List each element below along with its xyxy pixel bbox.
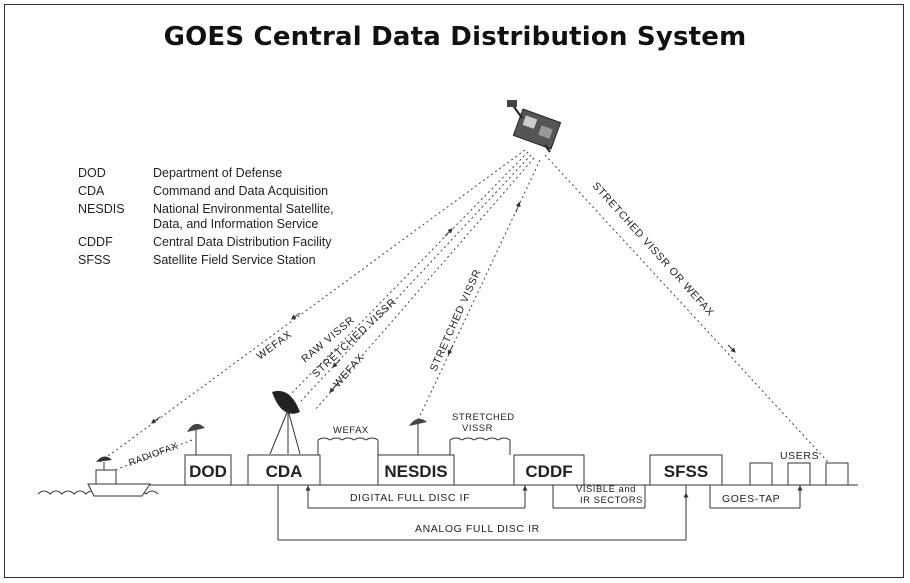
- beam-wefax-cda: [314, 157, 535, 411]
- beam-raw-vissr: [289, 151, 529, 396]
- cda-dish-icon: [269, 390, 301, 455]
- legend-row-dod: DOD Department of Defense: [78, 166, 443, 181]
- beam-label-stretched-vissr-or-wefax: STRETCHED VISSR OR WEFAX: [590, 180, 717, 319]
- satellite-icon: [507, 100, 562, 153]
- legend-row-cddf: CDDF Central Data Distribution Facility: [78, 235, 443, 250]
- legend-abbr: NESDIS: [78, 202, 125, 216]
- user-terminal: [749, 462, 773, 486]
- stretched-vissr-label-2: VISSR: [462, 423, 493, 434]
- analog-full-disc-link: ANALOG FULL DISC IR: [277, 485, 689, 541]
- sfss-label: SFSS: [664, 462, 708, 481]
- legend-abbr: CDDF: [78, 235, 113, 249]
- dod-antenna-icon: [187, 423, 205, 456]
- sfss-facility-box: SFSS: [649, 454, 723, 486]
- users-group: USERS: [749, 450, 849, 486]
- abbreviation-legend: DOD Department of Defense CDA Command an…: [78, 166, 443, 271]
- beam-label-radiofax: RADIOFAX: [127, 441, 180, 469]
- ship-icon: [87, 456, 151, 497]
- dod-label: DOD: [189, 462, 227, 481]
- goes-tap-label: GOES-TAP: [722, 493, 780, 505]
- visible-ir-label-1: VISIBLE and: [576, 484, 636, 495]
- cddf-label: CDDF: [525, 462, 572, 481]
- wefax-link: WEFAX: [317, 425, 379, 455]
- legend-desc: Satellite Field Service Station: [153, 253, 316, 267]
- goes-tap-link: GOES-TAP: [709, 485, 803, 509]
- cda-facility-box: CDA: [247, 454, 321, 486]
- legend-desc: Department of Defense: [153, 166, 283, 180]
- legend-abbr: SFSS: [78, 253, 111, 267]
- beam-stretched-vissr-or-wefax: [544, 154, 829, 463]
- stretched-vissr-link: STRETCHED VISSR: [449, 412, 515, 455]
- wefax-link-label: WEFAX: [333, 425, 369, 436]
- analog-full-disc-label: ANALOG FULL DISC IR: [415, 523, 540, 535]
- dod-facility-box: DOD: [184, 454, 232, 486]
- legend-desc: National Environmental Satellite, Data, …: [153, 202, 334, 231]
- diagram-title: GOES Central Data Distribution System: [163, 22, 747, 52]
- visible-ir-label-2: IR SECTORS: [580, 495, 643, 506]
- legend-desc: Command and Data Acquisition: [153, 184, 329, 198]
- legend-desc: Central Data Distribution Facility: [153, 235, 332, 249]
- users-label: USERS: [780, 450, 819, 462]
- legend-abbr: DOD: [78, 166, 106, 180]
- visible-ir-sectors-link: VISIBLE and IR SECTORS: [552, 484, 646, 509]
- user-terminal: [825, 462, 849, 486]
- user-terminal: [787, 462, 811, 486]
- nesdis-antenna-icon: [409, 418, 427, 456]
- nesdis-label: NESDIS: [384, 462, 447, 481]
- beam-stretched-vissr-nesdis: [417, 159, 541, 421]
- digital-full-disc-label: DIGITAL FULL DISC IF: [350, 492, 470, 504]
- legend-abbr: CDA: [78, 184, 105, 198]
- legend-row-cda: CDA Command and Data Acquisition: [78, 184, 443, 199]
- beam-label-stretched-vissr-nesdis: STRETCHED VISSR: [428, 267, 484, 373]
- stretched-vissr-label-1: STRETCHED: [452, 412, 515, 423]
- legend-row-nesdis: NESDIS National Environmental Satellite,…: [78, 202, 443, 232]
- beam-stretched-vissr-cda: [299, 154, 532, 403]
- digital-full-disc-link: DIGITAL FULL DISC IF: [305, 485, 528, 509]
- beam-wefax-ship: [99, 149, 526, 463]
- cddf-facility-box: CDDF: [513, 454, 585, 486]
- legend-row-sfss: SFSS Satellite Field Service Station: [78, 253, 443, 268]
- cda-label: CDA: [266, 462, 303, 481]
- nesdis-facility-box: NESDIS: [377, 454, 455, 486]
